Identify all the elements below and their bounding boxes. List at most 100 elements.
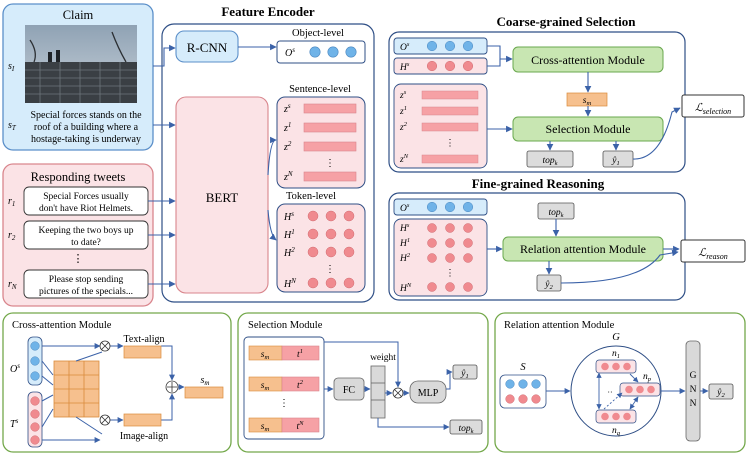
svg-text:ŷ2: ŷ2 <box>544 280 553 291</box>
feature-encoder-title: Feature Encoder <box>221 4 314 19</box>
svg-text:⋮: ⋮ <box>279 398 289 409</box>
fine-reasoning-panel: Fine-grained Reasoning Os Hs H1 H2 ⋮ HN … <box>388 176 746 301</box>
svg-text:zs: zs <box>283 102 291 115</box>
tweet-1: r1 Special Forces usually don't have Rio… <box>8 186 149 216</box>
svg-text:zN: zN <box>283 170 293 183</box>
svg-text:tN: tN <box>297 420 305 432</box>
coarse-selection-panel: Coarse-grained Selection Os Hs zs z1 z2 … <box>388 14 745 173</box>
svg-text:z2: z2 <box>283 140 292 153</box>
svg-text:H2: H2 <box>399 252 411 264</box>
svg-text:to date?: to date? <box>71 238 101 248</box>
svg-text:np: np <box>643 372 652 383</box>
svg-text:Please stop sending: Please stop sending <box>49 275 124 285</box>
coarse-cross-attention-label: Cross-attention Module <box>531 53 645 67</box>
encoder-arrows <box>148 43 277 288</box>
coarse-arrows <box>487 45 681 160</box>
object-level-label: Object-level <box>292 28 344 39</box>
cross-module-arrows <box>41 343 185 443</box>
cross-ts-column <box>27 391 43 448</box>
gnn-label: G N N <box>690 371 697 409</box>
cross-module-title: Cross-attention Module <box>12 320 112 331</box>
relation-s-label: S <box>520 362 526 373</box>
fine-title: Fine-grained Reasoning <box>472 176 605 191</box>
object-level-box <box>276 40 366 64</box>
mlp-box <box>409 380 447 404</box>
token-rows: Hs H1 H2 ⋮ HN <box>283 210 355 290</box>
loss-selection-box <box>681 94 745 118</box>
cross-ts-label: Ts <box>10 417 19 430</box>
fine-os-row <box>393 198 488 216</box>
svg-text:Os: Os <box>400 202 410 214</box>
svg-text:Os: Os <box>400 41 410 53</box>
svg-text:Hs: Hs <box>283 210 294 223</box>
coarse-topk-box <box>526 150 574 168</box>
cross-sm-label: sm <box>201 375 210 387</box>
svg-text:Hs: Hs <box>399 61 410 73</box>
relation-attention-label: Relation attention Module <box>520 242 646 256</box>
svg-text:don't have Riot Helmets.: don't have Riot Helmets. <box>39 204 133 214</box>
image-align-box <box>123 413 162 427</box>
cross-attention-matrix <box>53 360 100 418</box>
tweets-title: Responding tweets <box>31 170 126 184</box>
multiply-icon <box>392 387 404 399</box>
graph-g-label: G <box>612 332 620 343</box>
fine-arrows <box>487 219 680 284</box>
svg-text:Keeping the two boys up: Keeping the two boys up <box>39 226 134 236</box>
bert-box <box>175 96 269 294</box>
svg-text:N: N <box>690 385 697 395</box>
claim-image <box>25 25 137 103</box>
svg-text:topk: topk <box>542 156 557 167</box>
cross-os-label: Os <box>10 362 20 375</box>
svg-text:r1: r1 <box>8 196 15 208</box>
selection-arrows <box>324 341 453 430</box>
svg-text:H1: H1 <box>399 237 410 249</box>
tweet-n: rN Please stop sending pictures of the s… <box>8 269 149 299</box>
multiply-icon <box>99 340 111 352</box>
mlp-label: MLP <box>418 388 439 399</box>
svg-text:ŷ2: ŷ2 <box>716 388 725 399</box>
svg-text:sm: sm <box>261 381 270 392</box>
svg-text:Special Forces usually: Special Forces usually <box>43 192 129 202</box>
selection-rows: sm t1 sm t2 ⋮ sm tN <box>248 345 320 433</box>
relation-module-title: Relation attention Module <box>504 320 615 331</box>
claim-panel: Claim sI sT Special forces stands on the… <box>2 3 154 151</box>
graph-node-n1: n1 <box>595 349 637 374</box>
svg-text:rN: rN <box>8 279 17 291</box>
rcnn-label: R-CNN <box>187 40 228 55</box>
cross-attention-module-panel: Cross-attention Module Os Ts <box>2 312 232 453</box>
selection-module-panel: Selection Module sm t1 sm t2 ⋮ sm tN FC … <box>237 312 489 453</box>
multiply-icon <box>99 414 111 426</box>
responding-tweets-panel: Responding tweets r1 Special Forces usua… <box>2 163 154 307</box>
object-symbol: Os <box>285 46 295 59</box>
relation-attention-module-panel: Relation attention Module S G n1 np nq <box>494 312 746 453</box>
cross-sm-box <box>184 386 224 399</box>
svg-text:N: N <box>690 399 697 409</box>
coarse-selection-label: Selection Module <box>546 122 631 136</box>
text-align-box <box>123 345 162 359</box>
claim-image-label: sI <box>8 61 15 73</box>
sentence-level-label: Sentence-level <box>289 84 351 95</box>
svg-text:H1: H1 <box>283 228 295 241</box>
claim-text-line-3: hostage-taking is underway <box>31 134 141 145</box>
fc-label: FC <box>343 385 356 396</box>
coarse-selection-box <box>512 116 664 142</box>
image-align-label: Image-align <box>120 431 168 442</box>
text-align-label: Text-align <box>124 334 165 345</box>
svg-text:⋮: ⋮ <box>325 264 335 275</box>
svg-text:ŷ1: ŷ1 <box>611 156 619 167</box>
sentence-rows: zs z1 z2 ⋮ zN <box>283 102 357 183</box>
tweets-ellipsis: ⋮ <box>73 253 84 265</box>
svg-text:sm: sm <box>261 422 270 433</box>
fine-h-box <box>393 218 488 297</box>
svg-text:zN: zN <box>399 153 409 165</box>
token-level-label: Token-level <box>286 191 336 202</box>
weight-vector <box>370 365 386 419</box>
claim-text-line-2: roof of a building where a <box>34 122 139 133</box>
graph-node-nq: nq <box>595 409 637 437</box>
gnn-box <box>685 340 701 442</box>
svg-text:t1: t1 <box>297 348 303 360</box>
loss-reason-box <box>680 239 746 263</box>
loss-reason-label: reason <box>706 252 727 261</box>
